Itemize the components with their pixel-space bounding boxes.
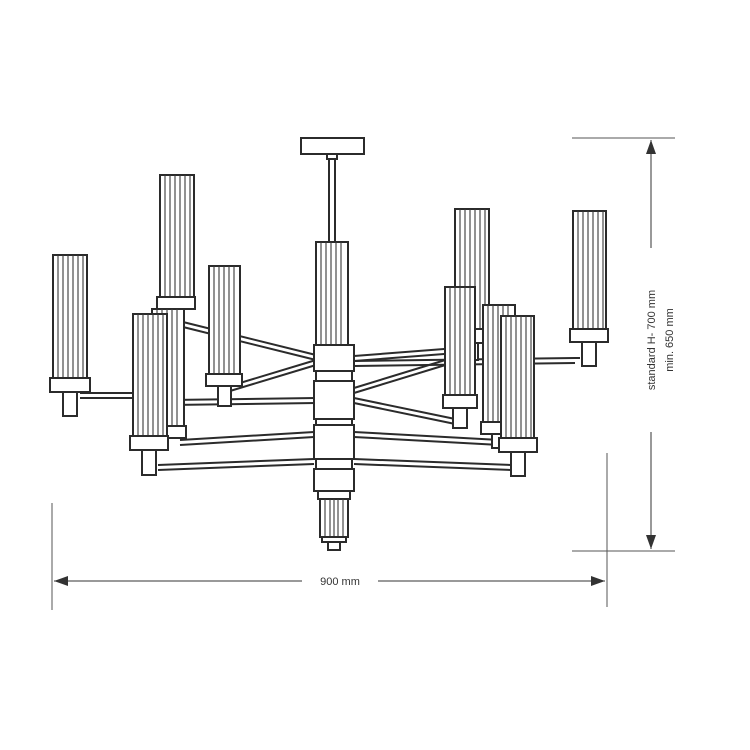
width-dimension: 900 mm [51,453,608,610]
shade-front-left-outer [129,313,169,476]
arrow-up-icon [646,140,656,154]
canopy [300,137,365,160]
shade-back-mid-left [205,265,243,407]
front-arms [157,431,513,471]
arrow-down-icon [646,535,656,549]
height-label: standard H- 700 mm [646,290,658,390]
shade-far-right [569,210,609,367]
central-column [313,241,355,551]
shade-back-left [156,174,196,324]
height-min-label: min. 650 mm [664,308,676,372]
arrow-left-icon [54,576,68,586]
shade-far-left [49,254,91,417]
height-dimension: standard H- 700 mm min. 650 mm [572,137,676,552]
shade-front-right-outer [498,315,538,477]
down-rod [328,158,336,244]
shade-back-mid-right [442,286,478,429]
width-label: 900 mm [320,576,360,588]
arrow-right-icon [591,576,605,586]
